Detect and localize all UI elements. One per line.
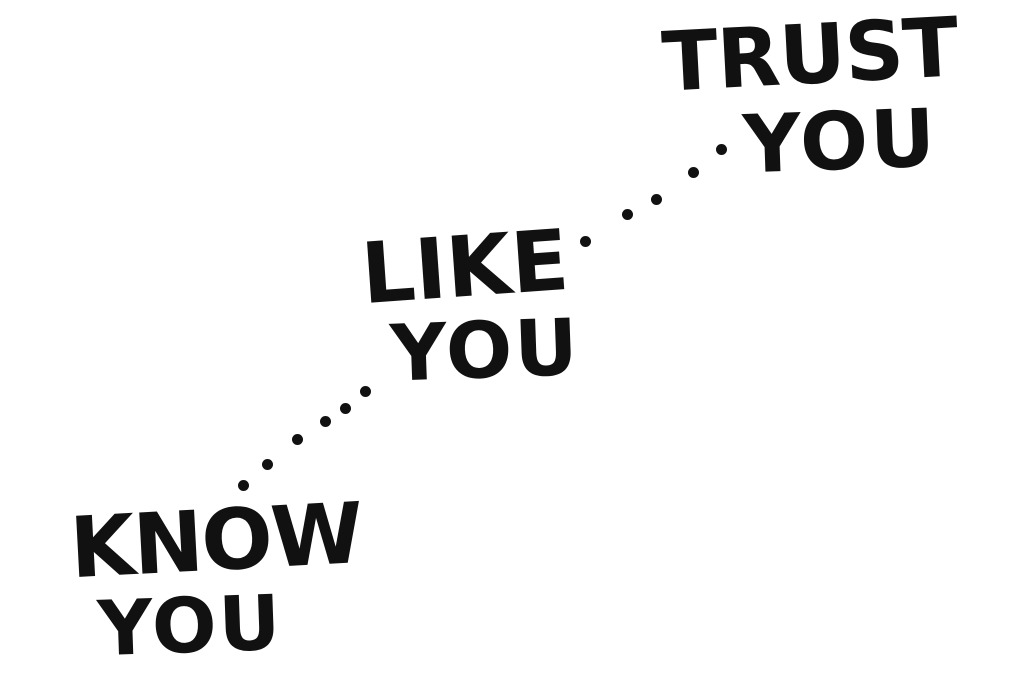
connector-dot	[238, 480, 249, 491]
connector-dot	[716, 144, 727, 155]
stage-trust-you: TRUST YOU	[660, 0, 960, 191]
stage-like-line1: LIKE	[358, 210, 572, 324]
stage-know-line1: KNOW	[67, 484, 364, 598]
stage-like-line2: YOU	[388, 303, 582, 400]
connector-dot	[688, 167, 699, 178]
stage-trust-line2: YOU	[741, 91, 939, 192]
connector-dot	[320, 416, 331, 427]
connector-dot	[292, 434, 303, 445]
stage-know-line2: YOU	[96, 577, 284, 674]
connector-dot	[360, 386, 371, 397]
connector-dot	[340, 403, 351, 414]
stage-trust-line1: TRUST	[659, 0, 961, 111]
connector-dot	[622, 209, 633, 220]
connector-dot	[651, 194, 662, 205]
connector-dot	[580, 236, 591, 247]
stage-know-you: KNOW YOU	[68, 484, 364, 673]
stage-like-you: LIKE YOU	[345, 211, 585, 400]
connector-dot	[262, 459, 273, 470]
